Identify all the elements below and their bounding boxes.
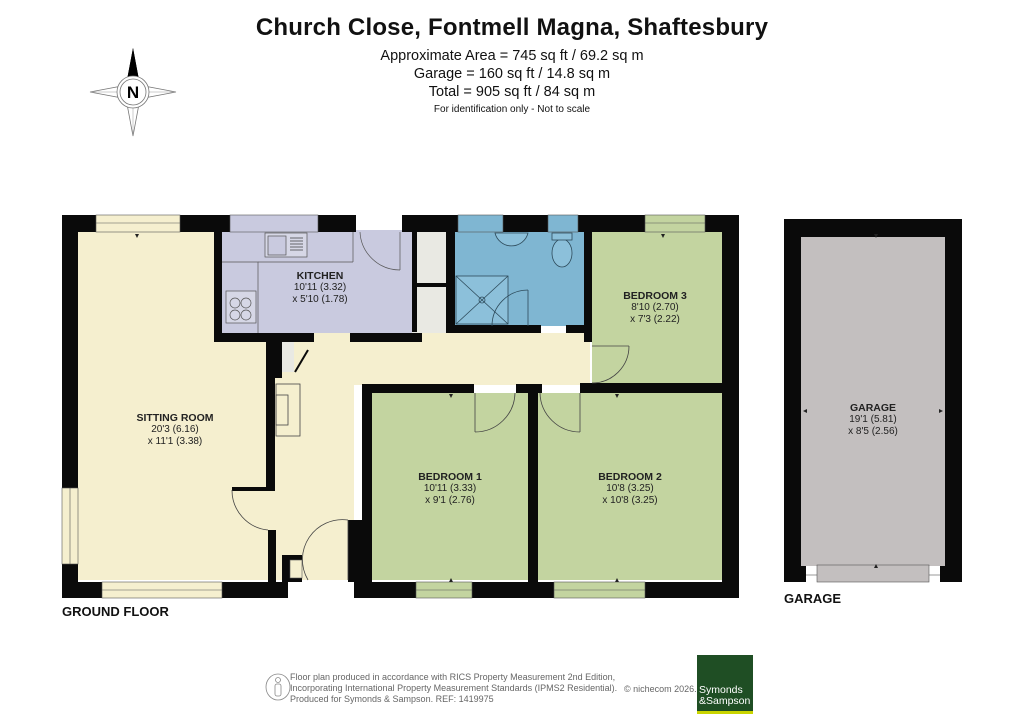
cupboard-fill bbox=[412, 230, 447, 333]
room-label-kitchen: KITCHEN 10'11 (3.32) x 5'10 (1.78) bbox=[292, 270, 348, 305]
garage-fill bbox=[800, 236, 946, 566]
bedroom1-fill bbox=[370, 393, 528, 580]
room-label-bedroom-1: BEDROOM 1 10'11 (3.33) x 9'1 (2.76) bbox=[418, 471, 482, 506]
property-title: Church Close, Fontmell Magna, Shaftesbur… bbox=[255, 14, 769, 41]
symonds-sampson-logo: Symonds &Sampson bbox=[697, 655, 753, 714]
svg-text:N: N bbox=[127, 83, 139, 102]
room-label-bedroom-2: BEDROOM 2 10'8 (3.25) x 10'8 (3.25) bbox=[598, 471, 662, 506]
ipms-person-icon bbox=[265, 673, 291, 701]
total-area: Total = 905 sq ft / 84 sq m bbox=[428, 84, 596, 100]
garage-floor-label: GARAGE bbox=[784, 591, 842, 606]
footer-compliance-text: Floor plan produced in accordance with R… bbox=[290, 672, 618, 704]
ground-floor-label: GROUND FLOOR bbox=[62, 604, 169, 619]
garage-area: Garage = 160 sq ft / 14.8 sq m bbox=[413, 66, 611, 82]
bedroom3-fill bbox=[592, 230, 722, 383]
approximate-area: Approximate Area = 745 sq ft / 69.2 sq m bbox=[380, 48, 644, 64]
room-label-sitting-room: SITTING ROOM 20'3 (6.16) x 11'1 (3.38) bbox=[136, 412, 214, 447]
room-label-bedroom-3: BEDROOM 3 8'10 (2.70) x 7'3 (2.22) bbox=[623, 290, 687, 325]
copyright-text: © nichecom 2026. bbox=[624, 684, 697, 694]
room-label-garage: GARAGE 19'1 (5.81) x 8'5 (2.56) bbox=[848, 402, 898, 437]
north-compass-icon: N bbox=[89, 48, 177, 137]
bedroom2-fill bbox=[538, 393, 722, 580]
scale-disclaimer: For identification only - Not to scale bbox=[433, 104, 591, 115]
